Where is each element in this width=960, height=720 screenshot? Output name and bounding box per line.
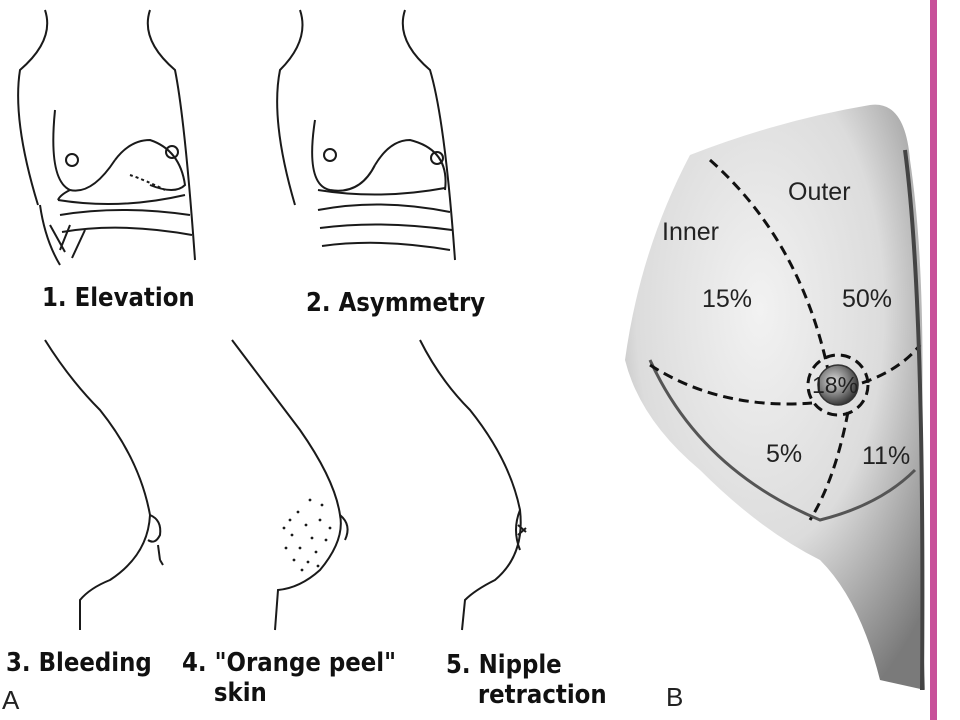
lower-inner-percent: 5% (766, 440, 803, 468)
central-percent: 18% (812, 372, 859, 398)
panel-b-letter: B (666, 682, 684, 712)
right-border (930, 0, 937, 720)
profile-bleeding (44, 339, 164, 630)
sign-label-orange-peel: 4. "Orange peel" skin (182, 648, 397, 708)
sign-label-asymmetry: 2. Asymmetry (306, 288, 486, 318)
outer-label: Outer (788, 178, 851, 206)
upper-inner-percent: 15% (702, 285, 753, 313)
torso-asymmetry (276, 9, 456, 261)
lower-outer-percent: 11% (862, 442, 911, 470)
sign-label-nipple-retraction: 5. Nipple retraction (446, 650, 607, 710)
inner-label: Inner (662, 218, 719, 246)
torso-elevation (17, 9, 196, 266)
profile-orange-peel (231, 339, 349, 631)
orange-peel-dots (282, 498, 332, 572)
chest-wall-edge (903, 149, 925, 691)
profile-nipple-retraction (419, 339, 527, 631)
sign-label-elevation: 1. Elevation (42, 283, 195, 313)
sign-label-bleeding: 3. Bleeding (6, 648, 152, 678)
panel-a-letter: A (2, 685, 20, 715)
upper-outer-percent: 50% (842, 285, 893, 313)
breast-quadrant-diagram (625, 104, 925, 691)
